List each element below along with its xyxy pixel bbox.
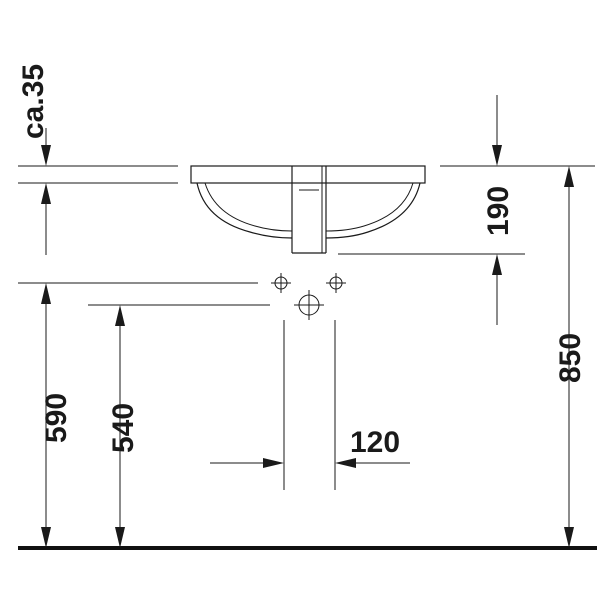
supply-connection-left [271,273,291,293]
label-supply-spacing: 120 [350,426,400,459]
arrow-overflow-bottom [41,183,51,204]
arrow-590-bottom [41,527,51,548]
basin-bowl [196,182,421,239]
arrow-overflow-top [41,145,51,166]
arrow-850-bottom [564,527,574,548]
waste-outlet [294,290,324,320]
arrow-120-right [335,458,356,468]
arrow-190-top [492,145,502,166]
arrow-540-top [115,305,125,326]
basin-bowl-inner [204,182,414,232]
arrow-850-top [564,166,574,187]
label-outlet-height: 590 [40,393,73,443]
basin-rim [190,165,426,184]
arrow-120-left [263,458,284,468]
arrow-590-top [41,283,51,304]
label-overflow-clearance: ca.35 [17,64,50,139]
arrow-540-bottom [115,527,125,548]
label-basin-depth: 190 [482,186,515,236]
supply-connection-right [326,273,346,293]
label-rim-height: 850 [554,333,587,383]
label-supply-height: 540 [107,403,140,453]
arrow-190-bottom [492,254,502,275]
